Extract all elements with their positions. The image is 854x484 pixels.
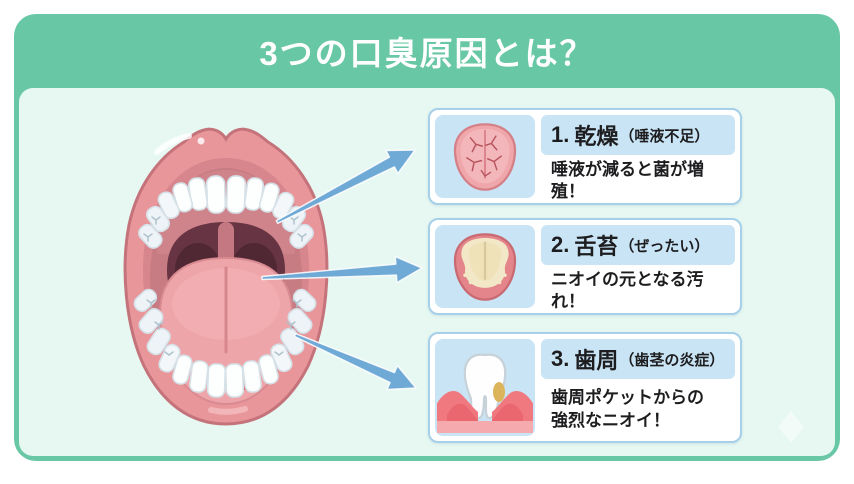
card-number: 2. [551,232,570,257]
desc-line: ニオイの元となる汚れ！ [551,270,704,312]
desc-line-1: 歯周ポケットからの [551,388,704,408]
cause-card-periodontal: 3. 歯周 （歯茎の炎症） 歯周ポケットからの 強烈なニオイ！ [428,332,742,443]
cause-card-dryness: 1. 乾燥 （唾液不足） 唾液が減ると菌が増殖！ [428,108,742,205]
card-title-band: 3. 歯周 （歯茎の炎症） [541,339,735,379]
header: 3つの口臭原因とは？ [14,14,840,88]
desc-line: 唾液が減ると菌が増殖！ [551,160,704,202]
card-name-sub: （唾液不足） [619,127,710,145]
cause-card-tongue-coating: 2. 舌苔 （ぜったい） ニオイの元となる汚れ！ [428,218,742,315]
page-title: 3つの口臭原因とは？ [259,35,595,72]
card-number: 1. [551,122,570,147]
card-name: 歯周 [574,348,619,373]
card-body: 2. 舌苔 （ぜったい） ニオイの元となる汚れ！ [541,225,735,311]
card-name: 乾燥 [574,124,619,149]
card-description: 唾液が減ると菌が増殖！ [541,159,735,203]
desc-line-2: 強烈なニオイ！ [551,410,670,430]
card-body: 1. 乾燥 （唾液不足） 唾液が減ると菌が増殖！ [541,115,735,201]
card-description: 歯周ポケットからの 強烈なニオイ！ [541,383,735,436]
card-title-band: 2. 舌苔 （ぜったい） [541,225,735,265]
card-name-sub: （歯茎の炎症） [619,351,725,369]
open-mouth-illustration [123,127,329,426]
card-name-sub: （ぜったい） [619,237,710,255]
card-description: ニオイの元となる汚れ！ [541,269,735,313]
tooth-gum-icon [435,339,535,436]
dry-tongue-icon [435,115,535,198]
coated-tongue-icon [435,225,535,308]
card-number: 3. [551,346,570,371]
card-name: 舌苔 [574,234,619,259]
card-title-band: 1. 乾燥 （唾液不足） [541,115,735,155]
card-body: 3. 歯周 （歯茎の炎症） 歯周ポケットからの 強烈なニオイ！ [541,339,735,436]
